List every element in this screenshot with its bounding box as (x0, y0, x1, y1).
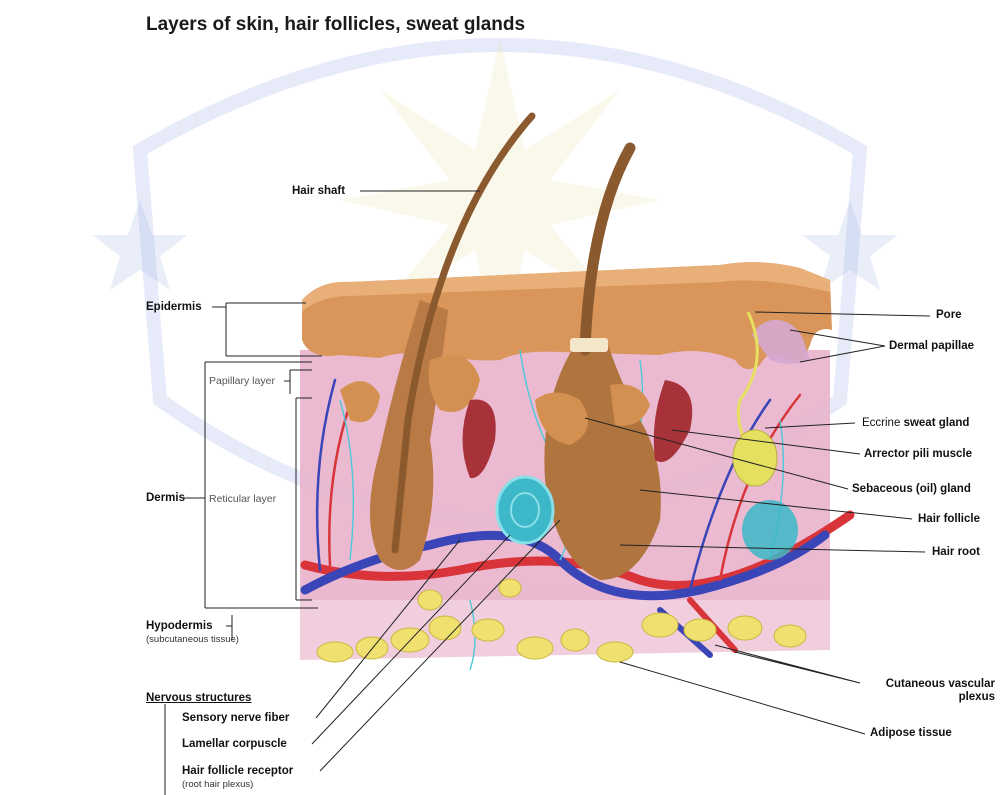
label-nervous-structures: Nervous structures (146, 692, 251, 705)
fat-cell (317, 642, 353, 662)
label-hair-follicle: Hair follicle (918, 513, 980, 526)
label-lamellar-corpuscle: Lamellar corpuscle (182, 738, 287, 751)
fat-cell (728, 616, 762, 640)
fat-cell (499, 579, 521, 597)
label-cutaneous-line2: plexus (886, 691, 995, 704)
label-reticular-layer: Reticular layer (209, 493, 276, 506)
fat-cell (418, 590, 442, 610)
label-hair-follicle-receptor: Hair follicle receptor (root hair plexus… (182, 765, 293, 791)
label-epidermis: Epidermis (146, 301, 202, 314)
leader-dermis-bracket (182, 362, 318, 608)
label-papillary-layer: Papillary layer (209, 375, 275, 388)
fat-cell (642, 613, 678, 637)
right-hair-collar (570, 338, 608, 352)
label-dermis: Dermis (146, 492, 185, 505)
label-cutaneous-vascular-plexus: Cutaneous vascular plexus (886, 678, 995, 704)
label-cutaneous-line1: Cutaneous vascular (886, 678, 995, 691)
label-eccrine-sweat-gland: Eccrine sweat gland (862, 417, 969, 430)
label-hypodermis-sub: (subcutaneous tissue) (146, 633, 239, 646)
label-eccrine-prefix: Eccrine (862, 417, 900, 429)
label-hair-follicle-receptor-sub: (root hair plexus) (182, 778, 293, 791)
label-eccrine-bold: sweat gland (904, 417, 970, 429)
label-hypodermis-main: Hypodermis (146, 620, 212, 632)
fat-cell (684, 619, 716, 641)
label-hair-shaft: Hair shaft (292, 185, 345, 198)
fat-cell (774, 625, 806, 647)
lamellar-corpuscle (742, 500, 798, 560)
label-pore: Pore (936, 309, 962, 322)
fat-cell (517, 637, 553, 659)
label-dermal-papillae: Dermal papillae (889, 340, 974, 353)
lamellar-corpuscle (497, 477, 553, 543)
label-sensory-nerve-fiber: Sensory nerve fiber (182, 712, 289, 725)
label-adipose-tissue: Adipose tissue (870, 727, 952, 740)
fat-cell (472, 619, 504, 641)
label-hypodermis: Hypodermis (subcutaneous tissue) (146, 620, 239, 646)
fat-cell (597, 642, 633, 662)
label-hair-root: Hair root (932, 546, 980, 559)
label-arrector-pili: Arrector pili muscle (864, 448, 972, 461)
diagram-title: Layers of skin, hair follicles, sweat gl… (146, 14, 525, 36)
label-hair-follicle-receptor-main: Hair follicle receptor (182, 765, 293, 777)
leader-adipose (620, 662, 865, 734)
fat-cell (561, 629, 589, 651)
label-sebaceous-gland: Sebaceous (oil) gland (852, 483, 971, 496)
